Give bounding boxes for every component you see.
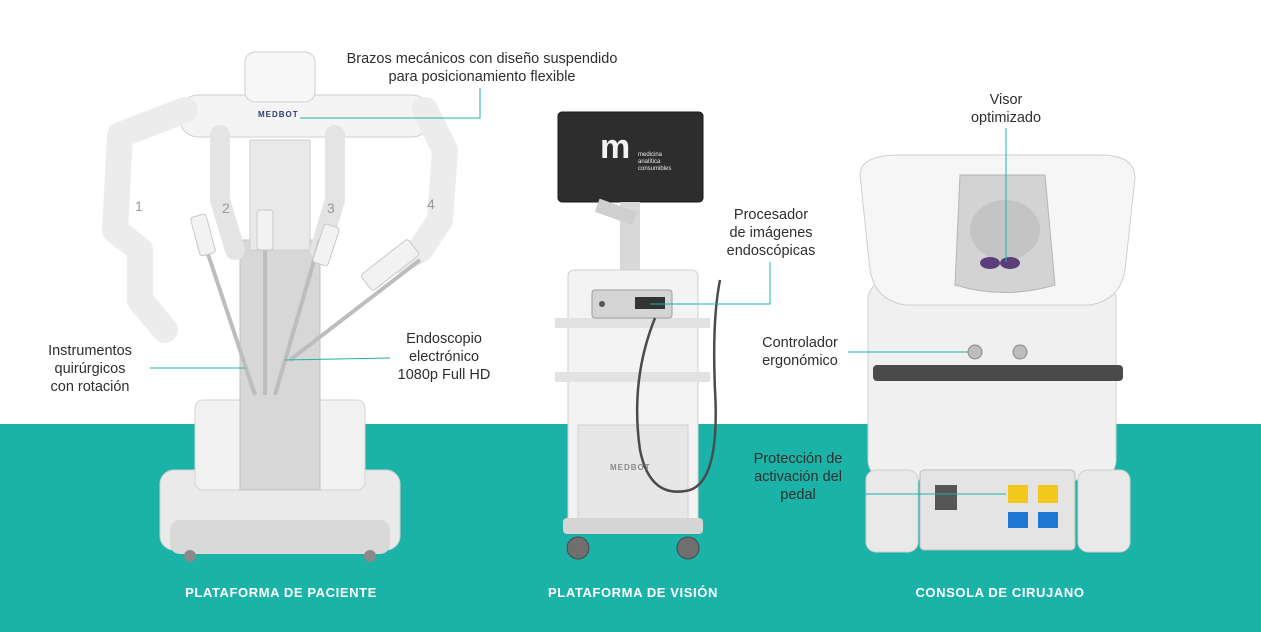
monitor-brand-text: medicina analítica consumibles [638, 152, 672, 172]
caption-patient-platform: PLATAFORMA DE PACIENTE [185, 585, 377, 600]
callout-surgical-instruments: Instrumentos quirúrgicos con rotación [48, 343, 132, 395]
caption-surgeon-console: CONSOLA DE CIRUJANO [915, 585, 1085, 600]
surgeon-console-illustration [859, 154, 1136, 553]
arm-number-2: 2 [222, 200, 230, 216]
monitor-logo: m [600, 128, 631, 166]
callout-endoscope: Endoscopio electrónico 1080p Full HD [397, 331, 491, 383]
brand-label-tower: MEDBOT [610, 463, 651, 472]
vision-tower-illustration [555, 111, 722, 560]
callout-pedal-protection: Protección de activación del pedal [753, 451, 843, 503]
callout-mechanical-arms: Brazos mecánicos con diseño suspendido p… [346, 51, 618, 85]
caption-vision-platform: PLATAFORMA DE VISIÓN [548, 585, 718, 600]
callout-optimized-viewer: Visor optimizado [970, 92, 1042, 126]
brand-label-patient: MEDBOT [258, 110, 299, 119]
arm-number-4: 4 [427, 196, 435, 212]
arm-number-1: 1 [135, 198, 143, 214]
arm-number-3: 3 [327, 200, 335, 216]
callout-image-processor: Procesador de imágenes endoscópicas [726, 207, 816, 259]
leader-lines [150, 88, 1007, 495]
robotic-cart-illustration [102, 51, 458, 562]
callout-ergonomic-controller: Controlador ergonómico [762, 335, 838, 369]
